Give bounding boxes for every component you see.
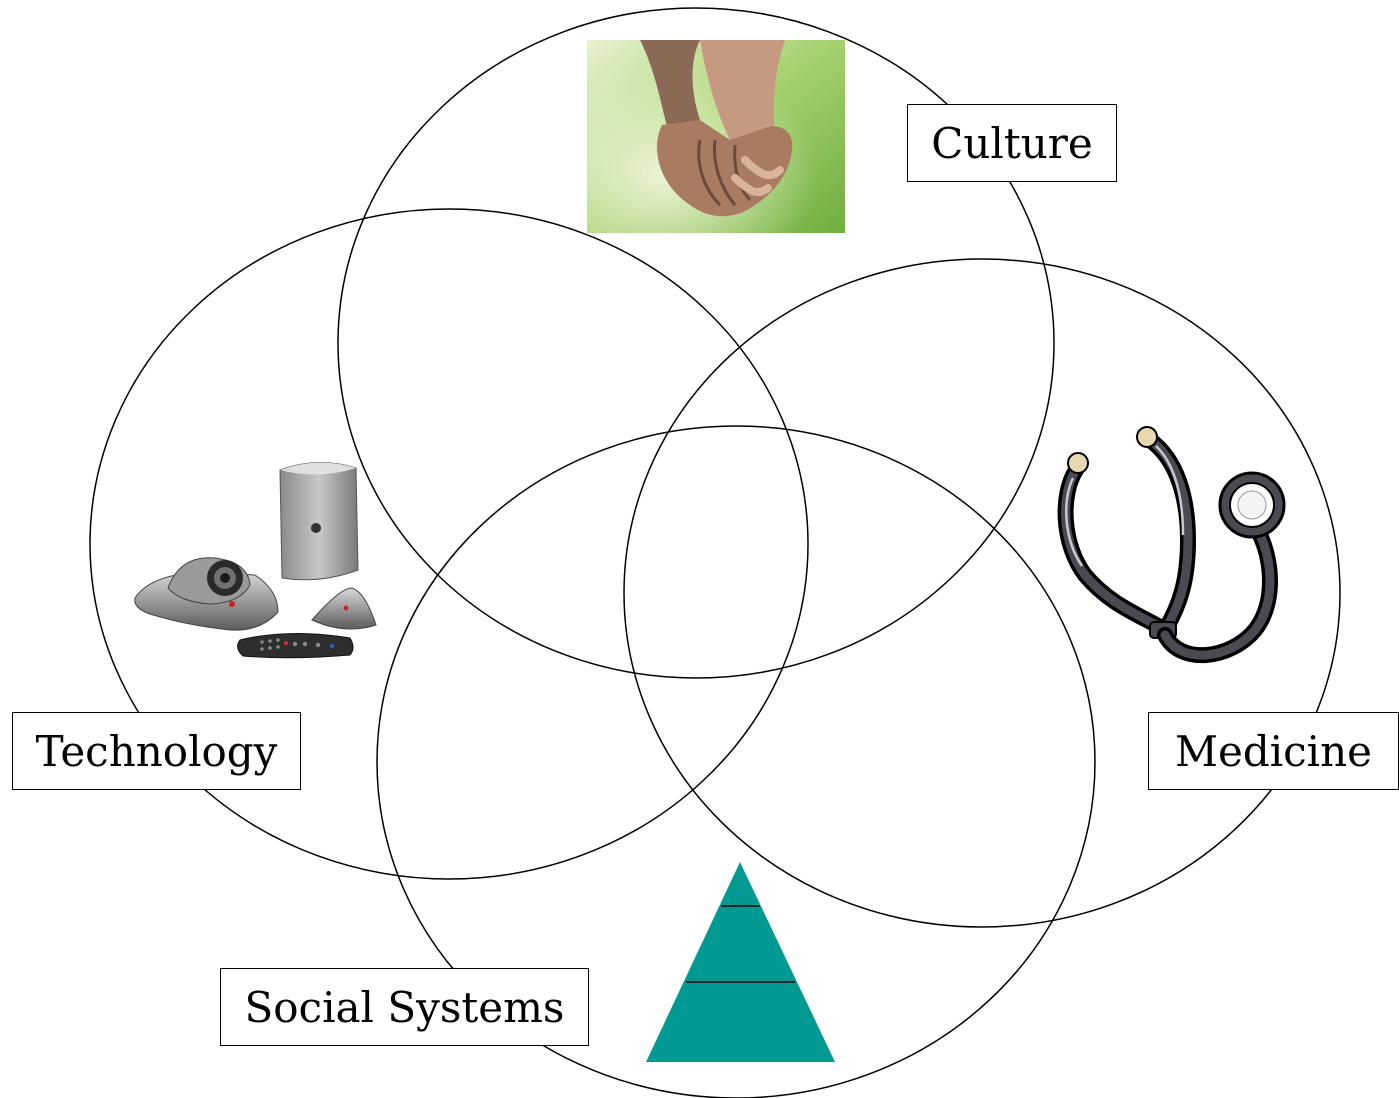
videoconference-equipment-icon [134,461,377,659]
hierarchy-pyramid-icon [646,862,835,1062]
culture-label: Culture [907,104,1117,182]
social-systems-circle [376,425,1096,1098]
technology-circle [89,208,809,880]
medicine-label: Medicine [1148,712,1399,790]
culture-circle [337,7,1055,679]
medicine-circle [623,258,1341,928]
holding-hands-photo-icon [587,40,845,233]
technology-label: Technology [12,712,301,790]
stethoscope-icon [1057,426,1286,663]
social-systems-label: Social Systems [220,968,589,1046]
